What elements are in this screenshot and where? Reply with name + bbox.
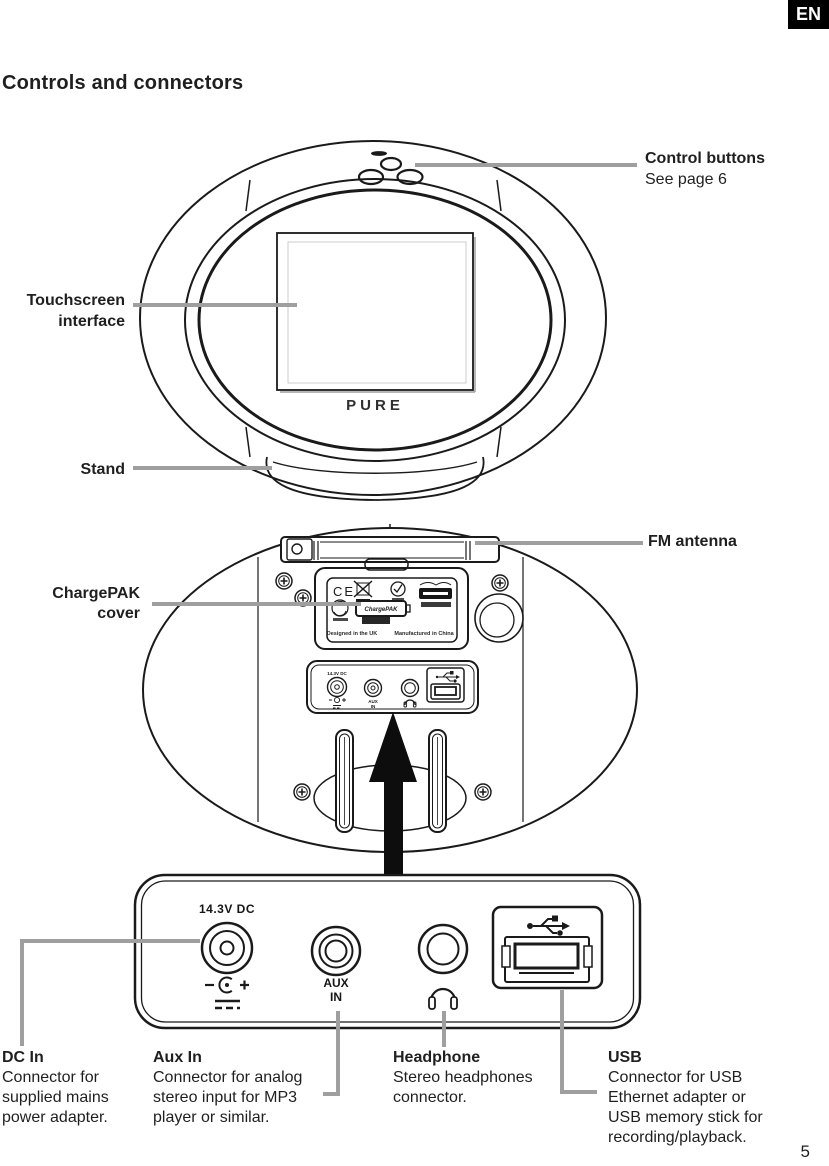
headphone-icon xyxy=(428,987,458,1010)
battery-icon: ChargePAK xyxy=(355,600,411,624)
fm-antenna-label: FM antenna xyxy=(648,533,737,550)
language-badge: EN xyxy=(788,0,829,29)
leader-dc-in xyxy=(20,939,200,1046)
leader-usb xyxy=(560,990,597,1094)
chargepak-label-line1: ChargePAK xyxy=(52,585,140,602)
annotation-headphone-title: Headphone xyxy=(393,1049,481,1066)
stand-slots xyxy=(335,729,447,833)
annotation-usb: USB Connector for USB Ethernet adapter o… xyxy=(608,1048,788,1148)
headphone-jack xyxy=(417,923,469,975)
bass-port xyxy=(474,593,524,643)
usb-port-small xyxy=(426,667,465,703)
page-number: 5 xyxy=(800,1142,810,1161)
stand-label: Stand xyxy=(80,461,125,478)
leader-lines xyxy=(20,163,643,1096)
rear-device-drawing: CE xyxy=(142,524,638,877)
annotation-dc-in-title: DC In xyxy=(2,1049,44,1066)
aux-jack xyxy=(310,925,362,977)
chargepak-label-line2: cover xyxy=(97,605,140,622)
annotation-dc-in: DC In Connector for supplied mains power… xyxy=(2,1048,142,1128)
rear-connector-recess: 14.3V DC AUX IN xyxy=(306,660,479,714)
annotation-aux-in-title: Aux In xyxy=(153,1049,202,1066)
leader-aux-in xyxy=(323,1011,340,1096)
aux-jack-small: AUX IN xyxy=(363,678,383,709)
ce-mark-icon: CE xyxy=(333,584,355,599)
svg-text:14.3V DC: 14.3V DC xyxy=(327,671,347,676)
svg-text:ChargePAK: ChargePAK xyxy=(365,607,399,613)
aux-jack-text: AUX IN xyxy=(276,976,396,1004)
control-buttons-label: Control buttons See page 6 xyxy=(645,148,765,190)
usb-port xyxy=(491,905,604,990)
dc-jack xyxy=(200,921,254,975)
touchscreen-label: Touchscreen interface xyxy=(0,290,125,332)
screw-icons xyxy=(275,572,509,801)
aux-jack-text-line2: IN xyxy=(330,990,342,1004)
approved-check-icon xyxy=(390,581,406,600)
zoom-arrow xyxy=(369,712,417,877)
front-device-drawing: PURE xyxy=(139,140,607,501)
annotation-headphone-desc: Stereo headphones connector. xyxy=(393,1069,533,1106)
annotation-usb-title: USB xyxy=(608,1049,642,1066)
touchscreen-label-line1: Touchscreen xyxy=(26,292,125,309)
chargepak-cover: CE xyxy=(314,567,469,650)
stand xyxy=(265,456,485,501)
annotation-headphone: Headphone Stereo headphones connector. xyxy=(393,1048,563,1108)
pure-logo: PURE xyxy=(346,397,404,414)
usb-icon xyxy=(527,915,570,936)
dc-voltage-text: 14.3V DC xyxy=(198,902,256,916)
dc-jack-small xyxy=(326,676,348,709)
control-buttons-label-desc: See page 6 xyxy=(645,171,727,188)
annotation-aux-in: Aux In Connector for analog stereo input… xyxy=(153,1048,333,1128)
annotation-usb-desc: Connector for USB Ethernet adapter or US… xyxy=(608,1069,763,1146)
svg-text:IN: IN xyxy=(371,704,376,709)
manufactured-text: Manufactured in China xyxy=(394,631,454,637)
control-buttons xyxy=(357,151,424,186)
fm-antenna-slot xyxy=(280,536,500,563)
bezel-segment-lines xyxy=(245,179,502,458)
cover-latch-tab xyxy=(364,558,409,571)
annotation-aux-in-desc: Connector for analog stereo input for MP… xyxy=(153,1069,303,1126)
annotation-dc-in-desc: Connector for supplied mains power adapt… xyxy=(2,1069,109,1126)
aux-jack-text-line1: AUX xyxy=(323,976,349,990)
svg-text:AUX: AUX xyxy=(368,699,378,704)
touchscreen xyxy=(276,232,476,393)
powered-by-logo xyxy=(419,582,452,607)
connector-closeup-drawing xyxy=(133,873,642,1030)
touchscreen-label-line2: interface xyxy=(58,313,125,330)
headphone-jack-small xyxy=(400,678,420,708)
control-buttons-label-title: Control buttons xyxy=(645,150,765,167)
page-title: Controls and connectors xyxy=(2,72,244,94)
designed-text: Designed in the UK xyxy=(327,631,377,637)
dc-polarity-icon xyxy=(205,976,249,1010)
chargepak-cover-label: ChargePAK cover xyxy=(0,584,140,624)
